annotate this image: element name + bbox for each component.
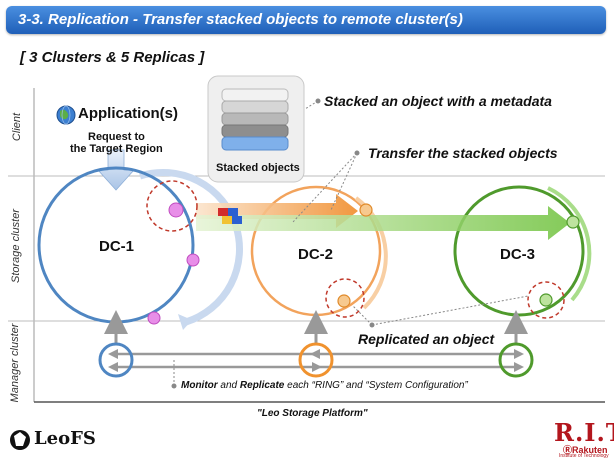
callout-transfer: Transfer the stacked objects <box>368 145 558 161</box>
row-label-manager: Manager cluster <box>9 323 21 403</box>
replicated-leader-2 <box>371 295 529 326</box>
dc1-highlight <box>146 180 198 232</box>
dc1-arc-arrowhead <box>178 314 192 330</box>
dc3-node-bottom <box>539 293 553 307</box>
transfer-arrow-dc2 <box>196 194 358 228</box>
stack-layer-5 <box>221 136 289 151</box>
dc2-highlight <box>325 278 365 318</box>
dc1-node-1 <box>168 202 184 218</box>
callout-metadata: Stacked an object with a metadata <box>324 93 552 109</box>
dc1-label: DC-1 <box>99 238 135 255</box>
dc1-replication-arc <box>138 168 244 326</box>
dc3-label: DC-3 <box>500 246 536 263</box>
replicate-emphasis: Replicate <box>239 380 285 391</box>
manager-node-dc1 <box>98 342 134 378</box>
stack-layer-2 <box>221 100 289 114</box>
block-blue <box>228 208 238 216</box>
block-yellow <box>222 216 232 224</box>
manager-node-dc2 <box>298 342 334 378</box>
dc3-highlight <box>527 281 565 319</box>
row-label-client: Client <box>11 112 23 142</box>
leofs-logo: LeoFS <box>34 428 96 449</box>
monitor-rest: each “RING” and “System Configuration” <box>284 380 468 391</box>
monitor-emphasis: Monitor <box>181 380 218 391</box>
dc2-node-bottom <box>337 294 351 308</box>
manager-node-dc3 <box>498 342 534 378</box>
row-label-storage: Storage cluster <box>10 209 22 283</box>
monitor-and: and <box>217 380 240 391</box>
stack-layer-3 <box>221 112 289 126</box>
platform-label: "Leo Storage Platform" <box>257 408 368 419</box>
dc2-outer-arc <box>354 196 388 310</box>
slide-title: 3-3. Replication - Transfer stacked obje… <box>18 11 463 28</box>
request-label-line2: the Target Region <box>70 143 163 155</box>
globe-icon <box>56 105 76 125</box>
dc3-node-top <box>566 215 580 229</box>
rakuten-logo: ⓇRakuten <box>563 445 608 455</box>
transfer-arrow-dc3 <box>196 206 570 240</box>
subtitle: [ 3 Clusters & 5 Replicas ] <box>20 49 205 66</box>
block-blue2 <box>232 216 242 224</box>
callout-replicated: Replicated an object <box>358 331 495 347</box>
request-label-line1: Request to <box>88 131 145 143</box>
institute-label: Institute of Technology <box>559 453 609 459</box>
rit-logo: R.I.T. <box>554 418 614 447</box>
title-banner: 3-3. Replication - Transfer stacked obje… <box>6 6 606 34</box>
dc3-outer-arc <box>547 186 592 302</box>
block-red <box>218 208 228 216</box>
stacked-objects-label: Stacked objects <box>216 162 300 174</box>
monitor-caption: Monitor and Replicate each “RING” and “S… <box>181 380 468 391</box>
stack-layer-1 <box>221 88 289 102</box>
dc1-node-3 <box>147 311 161 325</box>
transfer-leader-2 <box>330 152 358 211</box>
stack-layer-4 <box>221 124 289 138</box>
dc2-label: DC-2 <box>298 246 334 263</box>
lion-icon <box>10 430 30 450</box>
application-label: Application(s) <box>78 105 178 122</box>
replicated-leader-1 <box>352 305 373 326</box>
leofs-logo-text: LeoFS <box>34 428 96 449</box>
dc1-node-2 <box>186 253 200 267</box>
dc2-node-top <box>359 203 373 217</box>
